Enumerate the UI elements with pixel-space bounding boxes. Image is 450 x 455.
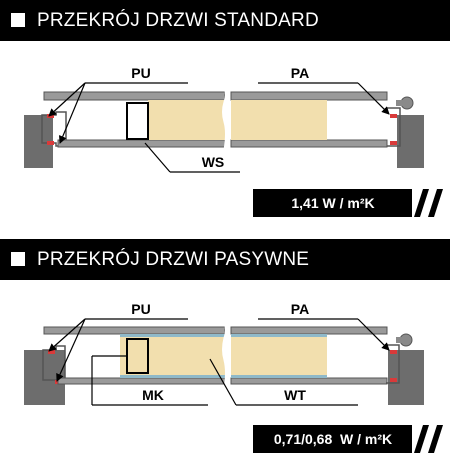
section-title: PRZEKRÓJ DRZWI PASYWNE — [37, 249, 310, 270]
insulation-core-right — [231, 100, 327, 140]
right-frame — [388, 350, 424, 405]
gasket-top-left — [48, 350, 55, 354]
section-header-passive: PRZEKRÓJ DRZWI PASYWNE — [0, 239, 450, 280]
thermal-layer-top-right — [231, 334, 327, 337]
insulation-core-right — [231, 337, 327, 375]
label-ws: WS — [202, 154, 225, 170]
thermal-layer-bottom-left — [120, 375, 225, 378]
standard-door-section: PU PA WS 1,41 W / m²K — [24, 65, 443, 217]
label-pu: PU — [131, 301, 150, 317]
u-value-badge: 1,41 W / m²K — [253, 189, 443, 217]
gasket-bottom-left — [47, 141, 54, 145]
gasket-bottom-right — [390, 378, 397, 382]
bottom-skin-left — [57, 377, 226, 385]
right-frame-profile — [387, 107, 401, 147]
top-skin-left — [43, 326, 226, 335]
insulation-core-left — [148, 100, 225, 140]
thermal-layer-top-left — [120, 334, 225, 337]
bottom-skin-left — [57, 139, 226, 148]
gasket-top-right — [390, 114, 397, 118]
bullet-square-icon — [11, 13, 25, 27]
reinforcement-box — [126, 102, 149, 140]
section-header-standard: PRZEKRÓJ DRZWI STANDARD — [0, 0, 450, 41]
label-pa: PA — [291, 301, 309, 317]
u-value-badge: 0,71/0,68 W / m²K — [253, 425, 443, 453]
right-frame-profile — [386, 344, 400, 384]
break-line — [222, 321, 228, 389]
bottom-skin-right — [230, 139, 388, 148]
label-pu: PU — [131, 65, 150, 81]
top-skin-right — [230, 91, 388, 101]
right-frame — [397, 115, 424, 168]
label-wt: WT — [284, 387, 306, 403]
hinge-arm — [396, 337, 404, 343]
thermal-layer-bottom-right — [231, 375, 327, 378]
label-pa: PA — [291, 65, 309, 81]
break-line — [222, 87, 228, 151]
section-title: PRZEKRÓJ DRZWI STANDARD — [37, 10, 319, 31]
hinge-arm — [396, 100, 404, 106]
gasket-bottom-right — [390, 141, 397, 145]
bullet-square-icon — [11, 252, 25, 266]
insulation-core-left — [120, 337, 225, 375]
label-mk: MK — [142, 387, 164, 403]
bottom-skin-right — [230, 377, 388, 385]
u-value-text: 1,41 W / m²K — [291, 195, 374, 211]
top-skin-right — [230, 326, 388, 335]
gasket-top-right — [390, 350, 397, 354]
passive-door-section: PU PA MK WT 0,71/0,68 W / m²K — [24, 301, 443, 453]
u-value-text: 0,71/0,68 W / m²K — [274, 431, 392, 447]
